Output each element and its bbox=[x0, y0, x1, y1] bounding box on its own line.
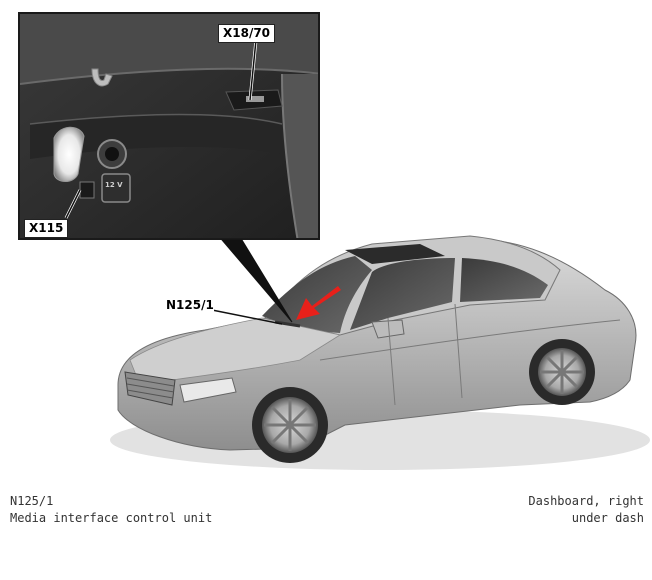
hook bbox=[91, 68, 113, 87]
headlight bbox=[179, 377, 237, 403]
callout-x115: X115 bbox=[24, 219, 69, 238]
side-panel bbox=[282, 74, 318, 238]
socket-12v bbox=[101, 173, 131, 203]
ledge bbox=[30, 114, 282, 159]
connector-x115 bbox=[79, 181, 95, 199]
socket-12v-label: 12 V bbox=[105, 181, 123, 189]
sunroof bbox=[345, 244, 445, 264]
side-mirror bbox=[371, 319, 405, 339]
callout-x18-70: X18/70 bbox=[218, 24, 276, 43]
courtesy-light bbox=[53, 126, 85, 182]
location-caption: Dashboard, right under dash bbox=[528, 493, 644, 527]
location-line-2: under dash bbox=[571, 511, 644, 525]
callout-n125-1: N125/1 bbox=[166, 298, 214, 312]
front-side-window bbox=[350, 258, 455, 330]
rear-side-window bbox=[460, 258, 548, 302]
component-code: N125/1 bbox=[10, 494, 54, 508]
component-caption: N125/1 Media interface control unit bbox=[10, 493, 212, 527]
detail-inset: 12 V bbox=[18, 12, 320, 240]
location-line-1: Dashboard, right bbox=[528, 494, 644, 508]
component-name: Media interface control unit bbox=[10, 511, 213, 525]
